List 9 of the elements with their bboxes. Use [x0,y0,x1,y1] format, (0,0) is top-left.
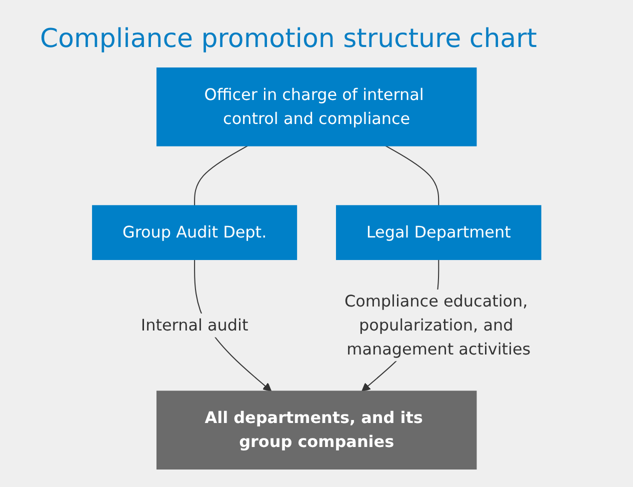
edge-label: Compliance education, popularization, and management activities [344,291,530,358]
chart-title: Compliance promotion structure chart [40,24,538,54]
node-box: Group Audit Dept. [92,205,297,260]
node-box: Legal Department [336,205,542,260]
edge-label: Internal audit [140,315,248,334]
node-box: Officer in charge of internal control and compliance [156,67,477,146]
connector [384,145,439,206]
node-box: All departments, and its group companies [156,390,477,470]
connector [194,145,248,206]
